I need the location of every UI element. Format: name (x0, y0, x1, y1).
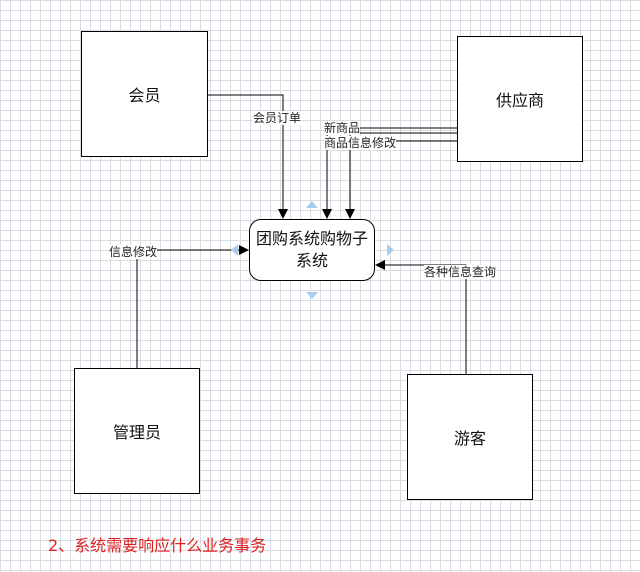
info-edit-flow (136, 245, 249, 368)
connector-hint-bottom (306, 292, 318, 299)
caption: 2、系统需要响应什么业务事务 (48, 536, 267, 555)
visitor-entity[interactable]: 游客 (407, 374, 533, 500)
info-query-flow (375, 260, 467, 374)
product-info-edit-label: 商品信息修改 (324, 136, 397, 150)
system-process[interactable]: 团购系统购物子系统 (249, 219, 375, 281)
system-label: 团购系统购物子系统 (256, 229, 369, 270)
member-order-flow (208, 94, 288, 219)
connector-hint-right (387, 244, 394, 256)
supplier-label: 供应商 (495, 91, 544, 110)
connector-hint-left (231, 244, 238, 256)
member-order-label: 会员订单 (253, 111, 302, 125)
supplier-entity[interactable]: 供应商 (457, 36, 583, 162)
admin-entity[interactable]: 管理员 (74, 368, 200, 494)
info-query-label: 各种信息查询 (424, 265, 497, 279)
new-product-label: 新商品 (324, 121, 361, 135)
visitor-label: 游客 (453, 429, 486, 448)
connector-hint-top (306, 201, 318, 208)
member-entity[interactable]: 会员 (81, 31, 208, 157)
info-edit-label: 信息修改 (109, 245, 158, 259)
product-info-edit-flow (349, 140, 457, 218)
member-label: 会员 (128, 86, 161, 105)
admin-label: 管理员 (112, 423, 161, 442)
